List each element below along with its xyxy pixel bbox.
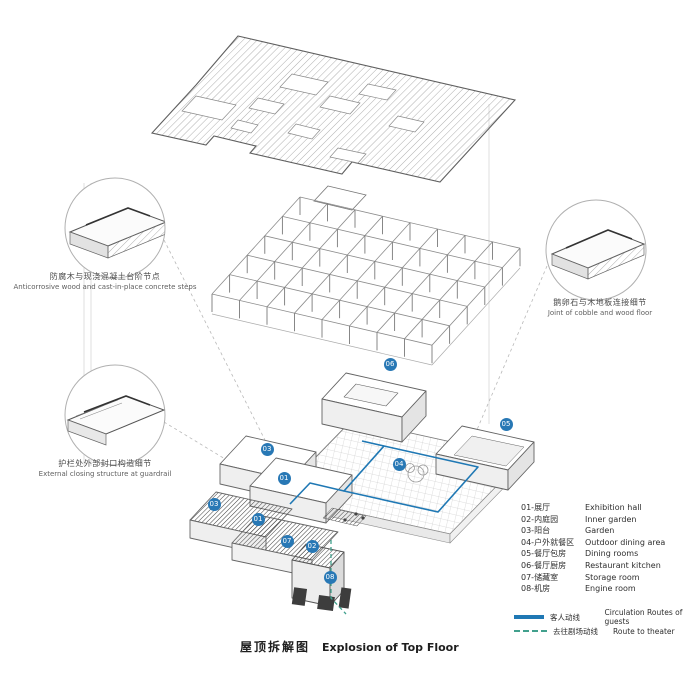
- roof-skylights: [181, 73, 425, 164]
- room-code-zh: 03-阳台: [521, 526, 551, 536]
- room-name-en: Exhibition hall: [585, 503, 642, 512]
- room-code-zh: 08-机房: [521, 584, 551, 594]
- legend-room-row: 08-机房 Engine room: [521, 583, 665, 595]
- legend-route-theater: 去往剧场动线 Route to theater: [514, 624, 700, 638]
- room-legend: 01-展厅 Exhibition hall 02-内庭园 Inner garde…: [521, 502, 665, 595]
- annotation-guardrail-en: External closing structure at guardrail: [38, 470, 172, 478]
- kitchen-block: [321, 372, 427, 443]
- engine-room-equipment: [291, 587, 352, 612]
- room-name-en: Restaurant kitchen: [585, 560, 661, 570]
- engine-room-tower: [291, 543, 345, 607]
- route-guests-zh: 客人动线: [549, 612, 580, 622]
- room-name-en: Garden: [585, 526, 615, 536]
- detail-circle-cobble: [545, 199, 647, 301]
- top-floor-plan-layer: [189, 372, 535, 615]
- annotation-steps-zh: 防腐木与现浇混凝土台阶节点: [49, 272, 161, 281]
- room-name-en: Dining rooms: [585, 549, 639, 559]
- legend-room-row: 03-阳台 Garden: [521, 525, 665, 537]
- annotation-cobble: 鹅卵石与木地板连接细节 Joint of cobble and wood flo…: [505, 297, 695, 317]
- room-code-zh: 07-储藏室: [521, 572, 559, 582]
- room-marker-03: 03: [207, 497, 221, 511]
- annotation-cobble-zh: 鹅卵石与木地板连接细节: [553, 298, 647, 307]
- drawing-title: 屋顶拆解图 Explosion of Top Floor: [240, 638, 459, 655]
- annotation-guardrail-zh: 护栏处外部封口构造细节: [58, 459, 152, 468]
- legend-room-row: 01-展厅 Exhibition hall: [521, 502, 665, 514]
- room-marker-02: 02: [305, 539, 319, 553]
- route-theater-en: Route to theater: [613, 626, 675, 636]
- route-theater-zh: 去往剧场动线: [553, 626, 598, 636]
- route-swatch-theater: [514, 630, 547, 632]
- annotation-cobble-en: Joint of cobble and wood floor: [547, 309, 653, 317]
- roof-layer: [150, 35, 517, 211]
- room-name-en: Storage room: [585, 572, 640, 582]
- legend-room-row: 05-餐厅包房 Dining rooms: [521, 548, 665, 560]
- structural-frame-layer: [211, 196, 521, 366]
- people-figures: [343, 512, 365, 522]
- legend-route-guests: 客人动线 Circulation Routes of guests: [514, 608, 700, 626]
- route-guests-en: Circulation Routes of guests: [604, 608, 683, 626]
- room-code-zh: 01-展厅: [521, 503, 551, 512]
- route-swatch-guests: [514, 615, 544, 619]
- detail-circle-steps: [64, 177, 166, 279]
- room-marker-01: 01: [277, 471, 291, 485]
- room-name-en: Engine room: [585, 584, 636, 594]
- room-name-en: Inner garden: [585, 514, 637, 524]
- room-marker-05: 05: [499, 417, 513, 431]
- route-legend: 客人动线 Circulation Routes of guests 去往剧场动线…: [514, 608, 700, 638]
- dining-room-block: [435, 425, 535, 491]
- legend-room-row: 07-储藏室 Storage room: [521, 572, 665, 584]
- room-marker-01: 01: [251, 512, 265, 526]
- guest-route-line: [289, 440, 479, 513]
- terrace-tree: [405, 463, 429, 483]
- room-code-zh: 04-户外就餐区: [521, 537, 575, 547]
- room-code-zh: 06-餐厅厨房: [521, 560, 567, 570]
- detail-circle-guardrail: [64, 364, 166, 466]
- room-marker-03: 03: [260, 442, 274, 456]
- annotation-guardrail: 护栏处外部封口构造细节 External closing structure a…: [10, 458, 200, 478]
- title-zh: 屋顶拆解图: [240, 640, 311, 654]
- room-name-en: Outdoor dining area: [585, 537, 666, 547]
- frame-beams: [211, 196, 521, 346]
- room-marker-08: 08: [323, 570, 337, 584]
- annotation-steps-en: Anticorrosive wood and cast-in-place con…: [13, 283, 197, 291]
- room-code-zh: 02-内庭园: [521, 514, 559, 524]
- room-marker-06: 06: [383, 357, 397, 371]
- frame-columns: [211, 197, 521, 364]
- legend-room-row: 04-户外就餐区 Outdoor dining area: [521, 537, 665, 549]
- annotation-steps: 防腐木与现浇混凝土台阶节点 Anticorrosive wood and cas…: [10, 271, 200, 291]
- legend-room-row: 02-内庭园 Inner garden: [521, 514, 665, 526]
- frame-lower-chords: [211, 267, 521, 366]
- title-en: Explosion of Top Floor: [322, 641, 459, 654]
- legend-room-row: 06-餐厅厨房 Restaurant kitchen: [521, 560, 665, 572]
- theater-route-line: [330, 540, 347, 615]
- room-marker-07: 07: [280, 534, 294, 548]
- room-code-zh: 05-餐厅包房: [521, 549, 567, 559]
- room-marker-04: 04: [392, 457, 406, 471]
